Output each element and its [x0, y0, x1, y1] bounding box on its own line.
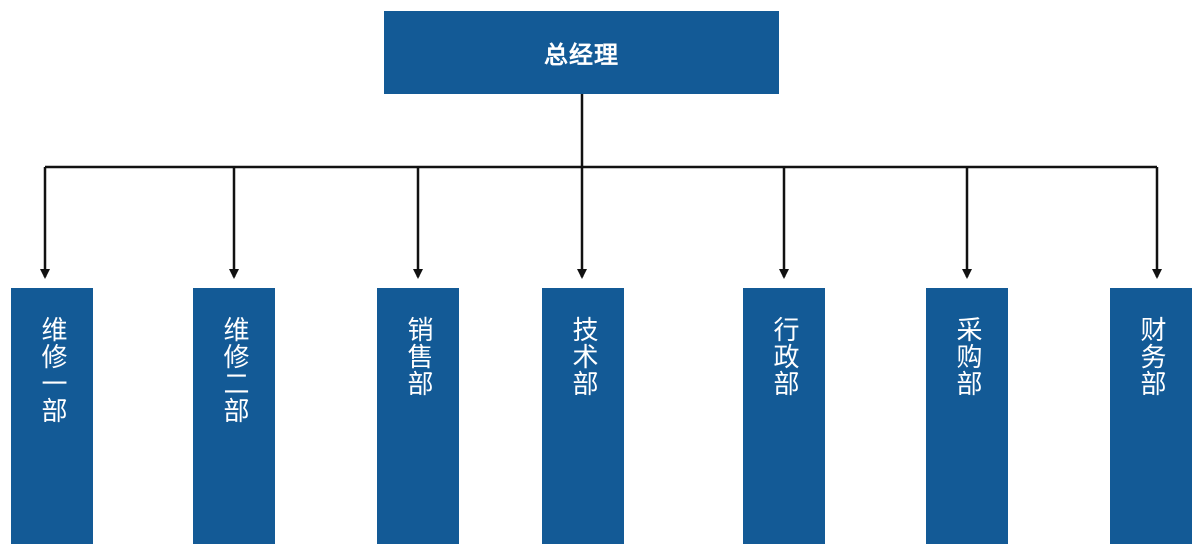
dept-box-administration: 行政部	[743, 288, 825, 544]
general-manager-label: 总经理	[544, 41, 619, 69]
general-manager-box: 总经理	[384, 11, 779, 94]
dept-box-maintenance-1: 维修一部	[11, 288, 93, 544]
dept-label: 技术部	[568, 316, 598, 397]
dept-label: 维修二部	[219, 316, 249, 424]
dept-label: 维修一部	[37, 316, 67, 424]
dept-label: 财务部	[1136, 316, 1166, 397]
dept-label: 行政部	[769, 316, 799, 397]
dept-label: 销售部	[403, 316, 433, 397]
dept-box-purchasing: 采购部	[926, 288, 1008, 544]
dept-box-finance: 财务部	[1110, 288, 1192, 544]
dept-box-technical: 技术部	[542, 288, 624, 544]
dept-box-maintenance-2: 维修二部	[193, 288, 275, 544]
dept-box-sales: 销售部	[377, 288, 459, 544]
dept-label: 采购部	[952, 316, 982, 397]
